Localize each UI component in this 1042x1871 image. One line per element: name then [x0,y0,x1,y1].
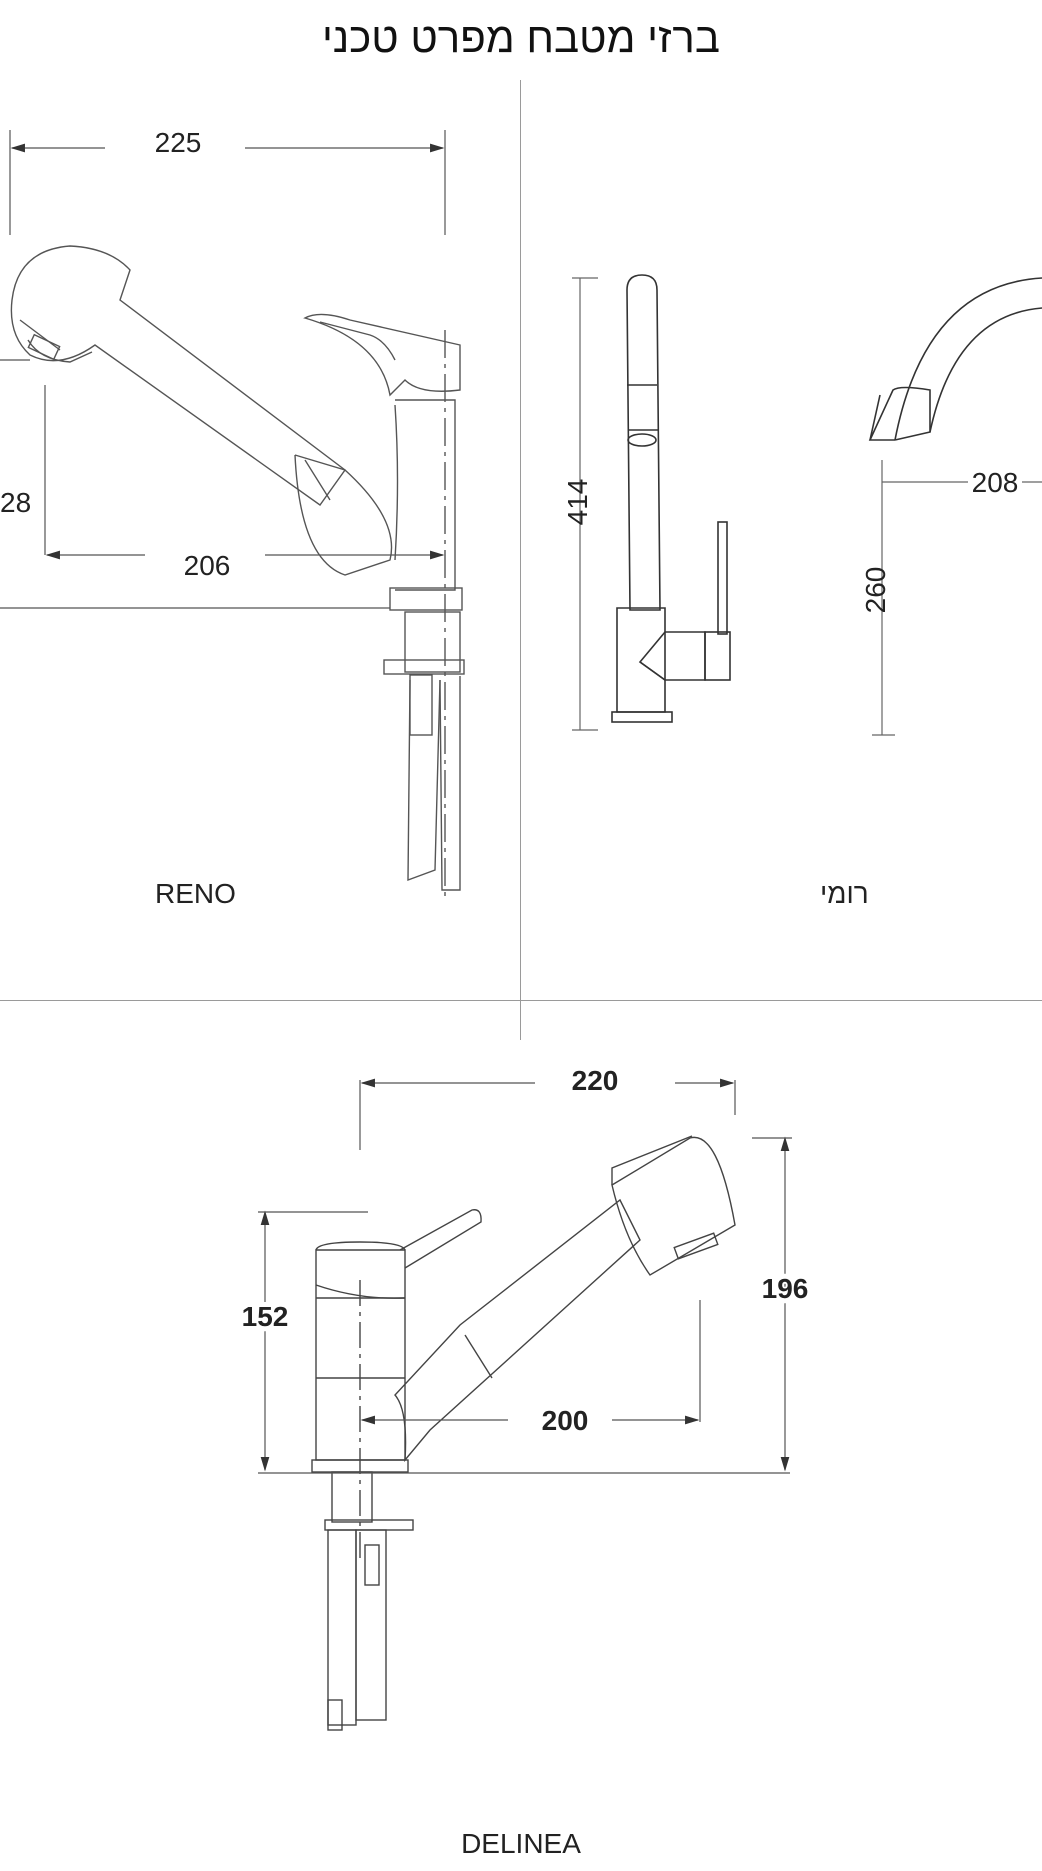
reno-faucet-drawing [10,245,465,900]
delinea-faucet-drawing [311,1135,736,1731]
model-name-delinea: DELINEA [461,1828,581,1859]
romi-dim-spout-height: 260 [860,567,891,614]
page-title: ברזי מטבח מפרט טכני [322,14,720,61]
delinea-dim-body-height: 152 [242,1301,289,1332]
reno-dimensions [0,130,446,609]
romi-dimensions [572,277,1042,736]
delinea-dim-total-height: 196 [762,1273,809,1304]
reno-dim-reach: 206 [184,550,231,581]
model-name-reno: RENO [155,878,236,909]
reno-dim-height: 28 [0,487,31,518]
model-name-romi: רומי [820,878,869,909]
reno-dim-width: 225 [155,127,202,158]
delinea-dim-width: 220 [572,1065,619,1096]
delinea-dim-reach: 200 [542,1405,589,1436]
romi-dim-height: 414 [562,479,593,526]
delinea-dimensions [258,1078,792,1474]
divider-horizontal [0,1000,1042,1001]
romi-faucet-drawing [611,274,1042,723]
romi-dim-reach: 208 [972,467,1019,498]
divider-vertical [520,80,521,1040]
